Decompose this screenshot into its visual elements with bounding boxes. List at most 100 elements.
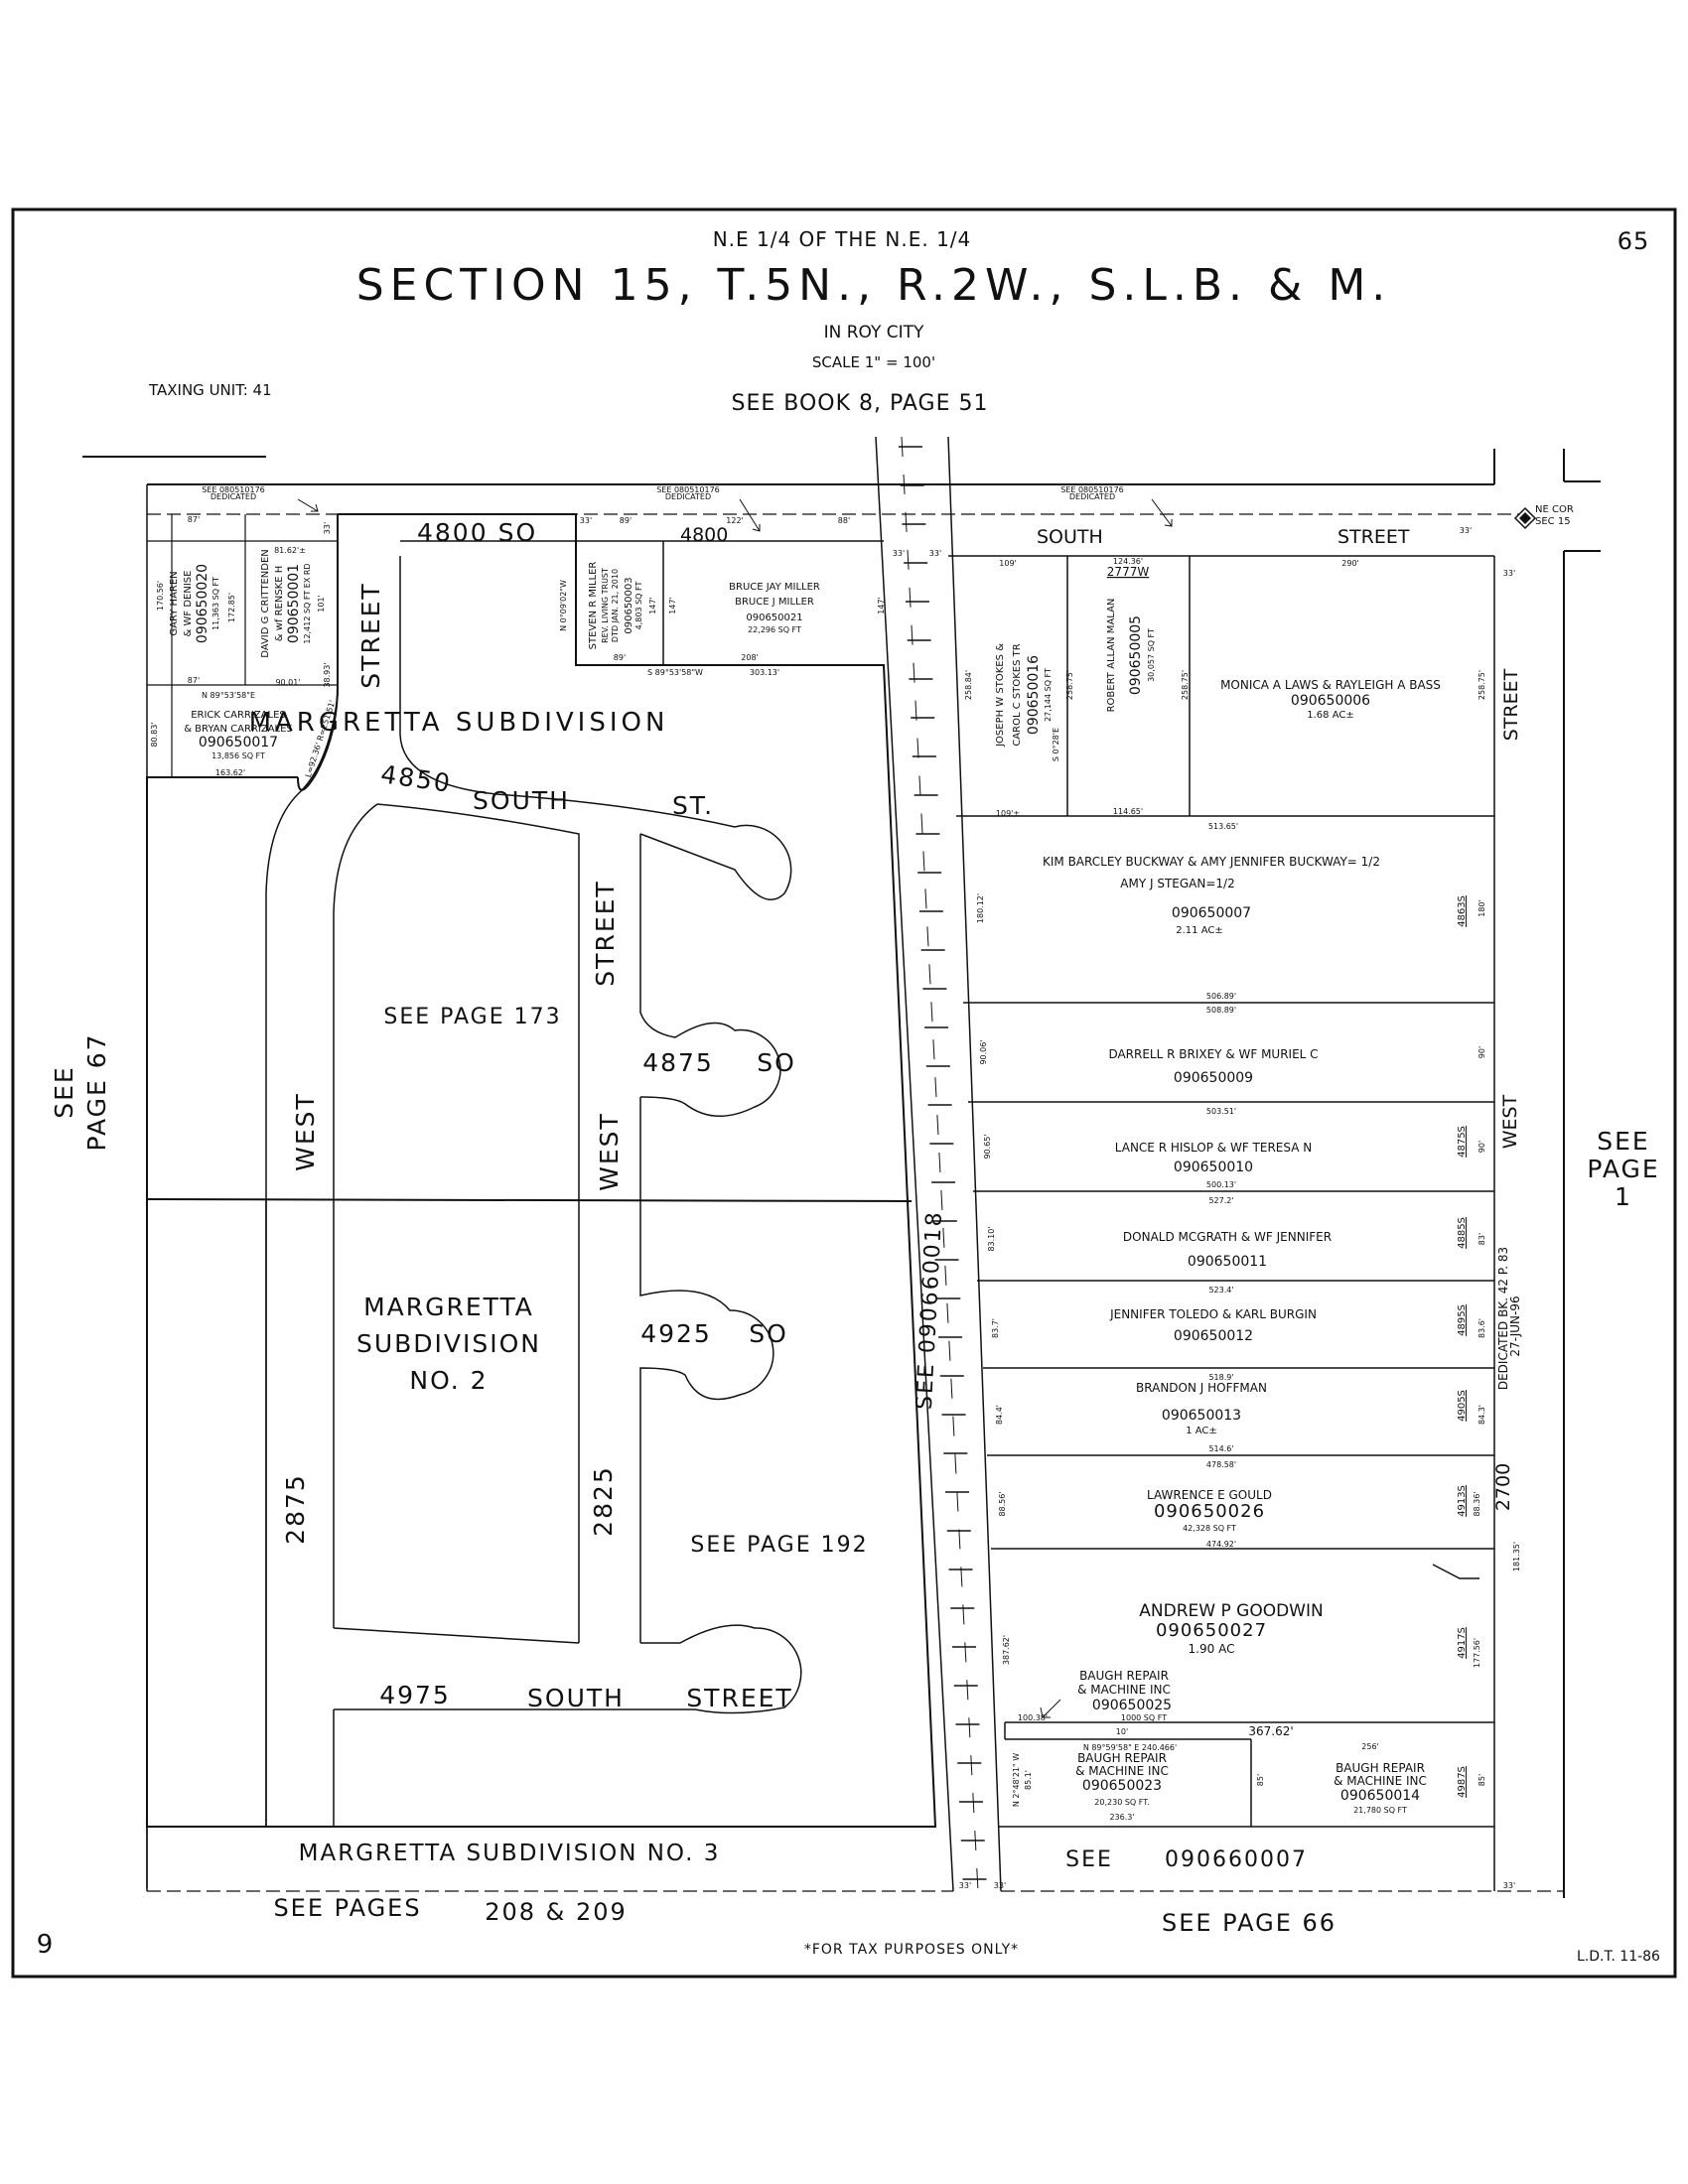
svg-text:478.58': 478.58' — [1206, 1460, 1236, 1469]
street-west-left: WEST — [291, 1092, 320, 1171]
svg-text:27,144 SQ FT: 27,144 SQ FT — [1044, 668, 1053, 722]
svg-text:DEDICATED: DEDICATED — [665, 492, 711, 501]
svg-text:090650014: 090650014 — [1340, 1788, 1420, 1804]
svg-text:81.62'±: 81.62'± — [274, 546, 306, 555]
svg-text:42,328 SQ FT: 42,328 SQ FT — [1183, 1524, 1236, 1533]
taxing-unit: TAXING UNIT: 41 — [148, 381, 272, 399]
header-section-title: SECTION 15, T.5N., R.2W., S.L.B. & M. — [356, 260, 1392, 311]
tax-purposes-note: *FOR TAX PURPOSES ONLY* — [804, 1942, 1019, 1958]
railroad-see-ref: SEE 090660018 — [913, 1210, 947, 1411]
svg-text:85': 85' — [1256, 1774, 1265, 1786]
svg-text:100.38': 100.38' — [1018, 1713, 1048, 1722]
svg-text:90': 90' — [1477, 1046, 1486, 1058]
svg-text:AMY J STEGAN=1/2: AMY J STEGAN=1/2 — [1120, 877, 1234, 890]
svg-text:090650005: 090650005 — [1128, 615, 1144, 695]
svg-text:ERICK CARRIZALES: ERICK CARRIZALES — [191, 710, 286, 721]
svg-text:514.6': 514.6' — [1208, 1444, 1233, 1453]
ne-corner-label1: NE COR — [1535, 504, 1574, 515]
parcel-hislop: LANCE R HISLOP & WF TERESA N 090650010 — [1115, 1141, 1312, 1175]
svg-text:500.13': 500.13' — [1206, 1180, 1236, 1189]
header-scale: SCALE 1" = 100' — [812, 353, 935, 371]
street-4875-so: SO — [757, 1048, 796, 1077]
dedicated-date: 27-JUN-96 — [1508, 1296, 1522, 1356]
svg-text:090650011: 090650011 — [1188, 1254, 1267, 1270]
svg-text:MONICA A LAWS & RAYLEIGH A BAS: MONICA A LAWS & RAYLEIGH A BASS — [1220, 678, 1441, 692]
svg-text:N 0°09'02"W: N 0°09'02"W — [559, 580, 568, 631]
svg-text:147': 147' — [648, 597, 657, 614]
svg-text:S 89°53'58"W: S 89°53'58"W — [647, 668, 703, 677]
svg-text:090650023: 090650023 — [1082, 1778, 1162, 1794]
east-parcels-grid — [948, 555, 1495, 1891]
ldt-mark: L.D.T. 11-86 — [1577, 1949, 1660, 1965]
svg-text:4917S: 4917S — [1457, 1627, 1468, 1659]
svg-text:DEDICATED: DEDICATED — [211, 492, 256, 501]
svg-text:33': 33' — [1503, 569, 1515, 578]
parcel-carrizales: ERICK CARRIZALES & BRYAN CARRIZALES 0906… — [184, 710, 293, 760]
svg-text:83.7': 83.7' — [991, 1318, 1000, 1338]
street-2875: 2875 — [281, 1473, 310, 1545]
svg-text:REV. LIVING TRUST: REV. LIVING TRUST — [601, 568, 610, 643]
svg-text:33': 33' — [323, 522, 332, 534]
svg-text:KIM BARCLEY BUCKWAY & AMY JENN: KIM BARCLEY BUCKWAY & AMY JENNIFER BUCKW… — [1043, 855, 1380, 869]
svg-text:177.56': 177.56' — [1473, 1638, 1481, 1668]
svg-text:& WF DENISE: & WF DENISE — [183, 571, 194, 637]
svg-text:4,803 SQ FT: 4,803 SQ FT — [634, 582, 643, 630]
street-4925: 4925 — [640, 1319, 712, 1348]
svg-text:090650016: 090650016 — [1026, 655, 1042, 735]
svg-text:172.85': 172.85' — [227, 593, 236, 622]
svg-text:2.11 AC±: 2.11 AC± — [1176, 925, 1222, 936]
svg-text:DARRELL R BRIXEY & WF MURIEL C: DARRELL R BRIXEY & WF MURIEL C — [1108, 1047, 1318, 1061]
svg-text:89': 89' — [620, 516, 632, 525]
svg-text:124.36': 124.36' — [1113, 557, 1143, 566]
miller-lots — [575, 514, 884, 665]
svg-text:506.89': 506.89' — [1206, 992, 1236, 1001]
header-city: IN ROY CITY — [824, 323, 924, 342]
svg-text:CAROL C STOKES TR: CAROL C STOKES TR — [1012, 643, 1023, 746]
svg-text:290': 290' — [1341, 559, 1358, 568]
svg-text:S 0°28'E: S 0°28'E — [1052, 728, 1060, 761]
svg-text:SEE 080510176: SEE 080510176 — [1060, 485, 1124, 494]
svg-text:83': 83' — [1477, 1233, 1486, 1245]
street-2700: 2700 — [1492, 1463, 1514, 1511]
svg-text:122': 122' — [726, 516, 743, 525]
svg-text:ROBERT ALLAN MALAN: ROBERT ALLAN MALAN — [1106, 599, 1117, 713]
svg-text:258.75': 258.75' — [1477, 670, 1486, 700]
svg-text:DEDICATED: DEDICATED — [1069, 492, 1115, 501]
svg-text:87': 87' — [188, 515, 200, 524]
svg-text:JOSEPH W STOKES &: JOSEPH W STOKES & — [995, 643, 1006, 748]
svg-text:4913S: 4913S — [1457, 1485, 1468, 1517]
see-page-66: SEE PAGE 66 — [1162, 1909, 1336, 1937]
svg-text:N 2°48'21" W: N 2°48'21" W — [1012, 1753, 1021, 1807]
parcel-goodwin: ANDREW P GOODWIN 090650027 1.90 AC — [1139, 1601, 1323, 1656]
parcel-gould: LAWRENCE E GOULD 090650026 42,328 SQ FT — [1147, 1488, 1272, 1533]
svg-text:258.84': 258.84' — [964, 670, 973, 700]
svg-text:1 AC±: 1 AC± — [1186, 1426, 1217, 1436]
street-street: STREET — [1337, 526, 1410, 548]
svg-text:258.75': 258.75' — [1181, 670, 1190, 700]
svg-text:236.3': 236.3' — [1109, 1813, 1134, 1822]
svg-text:523.4': 523.4' — [1208, 1286, 1233, 1295]
svg-text:090650007: 090650007 — [1172, 905, 1251, 921]
parcel-bjmiller: BRUCE JAY MILLER BRUCE J MILLER 09065002… — [729, 582, 820, 634]
page-number: 65 — [1618, 227, 1650, 255]
svg-text:527.2': 527.2' — [1208, 1196, 1233, 1205]
svg-text:208': 208' — [741, 653, 758, 662]
svg-text:90.65': 90.65' — [983, 1134, 992, 1159]
svg-text:80.83': 80.83' — [150, 722, 159, 747]
svg-text:& wf RENSKE H: & wf RENSKE H — [274, 566, 285, 642]
svg-text:090650003: 090650003 — [624, 577, 634, 633]
svg-text:87': 87' — [188, 676, 200, 685]
see-book-ref: SEE BOOK 8, PAGE 51 — [732, 391, 989, 416]
svg-text:4885S: 4885S — [1457, 1217, 1468, 1249]
svg-text:LANCE R HISLOP & WF TERESA N: LANCE R HISLOP & WF TERESA N — [1115, 1141, 1312, 1155]
svg-text:109': 109' — [999, 559, 1016, 568]
svg-text:& BRYAN CARRIZALES: & BRYAN CARRIZALES — [184, 724, 293, 735]
svg-text:518.9': 518.9' — [1208, 1373, 1233, 1382]
see-pages-bottom: SEE PAGES — [273, 1894, 421, 1922]
margretta-3-strip — [146, 1827, 1564, 1892]
street-2825: 2825 — [589, 1465, 618, 1537]
parcel-brixey: DARRELL R BRIXEY & WF MURIEL C 090650009 — [1108, 1047, 1318, 1086]
street-south: SOUTH — [1037, 526, 1103, 548]
area-margretta2-l3: NO. 2 — [409, 1366, 488, 1395]
